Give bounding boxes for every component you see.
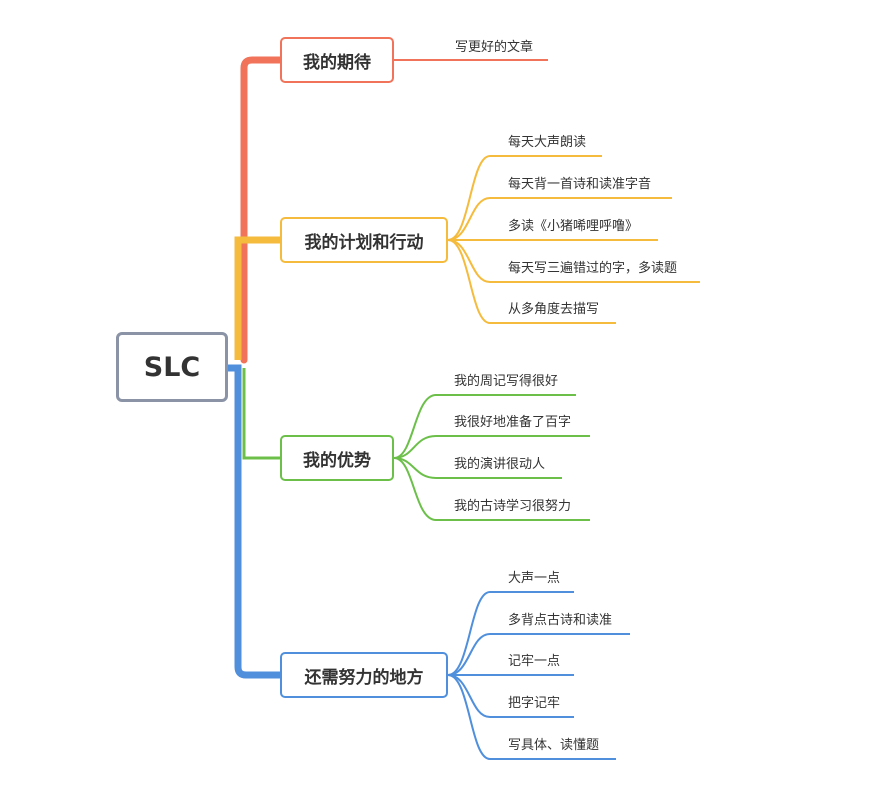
leaf-node[interactable]: 记牢一点 <box>508 654 561 669</box>
branch-label: 还需努力的地方 <box>304 667 424 688</box>
branch-label: 我的计划和行动 <box>304 232 424 253</box>
spine-red <box>240 56 286 364</box>
leaf-node[interactable]: 大声一点 <box>508 571 561 586</box>
leaf-connectors-strengths <box>393 394 590 521</box>
leaf-connectors-plan <box>447 155 700 324</box>
spine-green <box>242 368 282 460</box>
branch-label: 我的优势 <box>303 450 371 471</box>
leaf-node[interactable]: 每天背一首诗和读准字音 <box>508 177 652 192</box>
branch-node-strengths[interactable]: 我的优势 <box>280 435 394 481</box>
leaf-node[interactable]: 每天写三遍错过的字，多读题 <box>508 261 678 276</box>
root-node[interactable]: SLC <box>116 332 228 402</box>
leaf-node[interactable]: 每天大声朗读 <box>508 135 587 150</box>
branch-node-improve[interactable]: 还需努力的地方 <box>280 652 448 698</box>
leaf-node[interactable]: 把字记牢 <box>508 696 561 711</box>
leaf-node[interactable]: 写具体、读懂题 <box>508 738 600 753</box>
leaf-node[interactable]: 多背点古诗和读准 <box>508 613 613 628</box>
leaf-node[interactable]: 从多角度去描写 <box>508 302 600 317</box>
leaf-node[interactable]: 写更好的文章 <box>455 40 534 55</box>
spine-yellow <box>234 236 282 360</box>
leaf-node[interactable]: 我很好地准备了百字 <box>454 415 572 430</box>
leaf-connectors-improve <box>447 591 630 760</box>
leaf-node[interactable]: 我的演讲很动人 <box>454 457 546 472</box>
branch-node-plan[interactable]: 我的计划和行动 <box>280 217 448 263</box>
branch-label: 我的期待 <box>303 52 371 73</box>
branch-node-expectations[interactable]: 我的期待 <box>280 37 394 83</box>
spine-blue <box>228 364 282 679</box>
leaf-node[interactable]: 我的周记写得很好 <box>454 374 559 389</box>
root-label: SLC <box>143 351 201 383</box>
leaf-node[interactable]: 我的古诗学习很努力 <box>454 499 572 514</box>
leaf-node[interactable]: 多读《小猪唏哩呼噜》 <box>508 219 639 234</box>
